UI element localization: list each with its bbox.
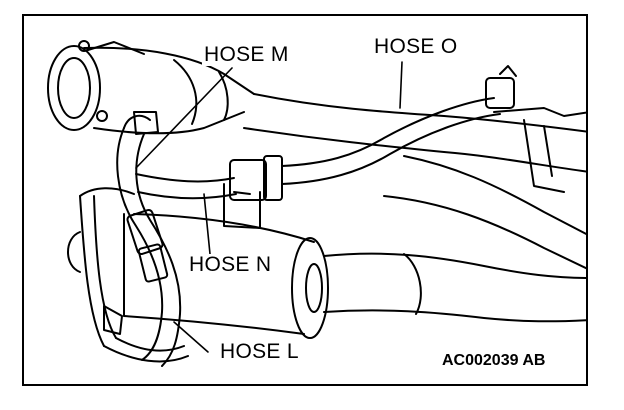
label-hose-m: HOSE M (202, 43, 291, 66)
diagram-frame (22, 14, 588, 386)
left-frame-tube (67, 187, 189, 363)
exhaust-hose-illustration (47, 40, 586, 367)
label-hose-n: HOSE N (187, 253, 274, 276)
leader-lines (135, 61, 403, 353)
label-hose-l: HOSE L (218, 340, 301, 363)
hose-l (103, 127, 182, 367)
tail-pipe (323, 252, 586, 323)
hose-n (135, 155, 283, 201)
heat-shield (493, 107, 586, 193)
intake-flange (47, 40, 145, 131)
bracket (223, 183, 261, 229)
canister (123, 213, 329, 339)
hose-o (281, 65, 517, 185)
hose-m (123, 111, 159, 135)
exhaust-pipe (243, 93, 586, 270)
label-hose-o: HOSE O (372, 35, 460, 58)
intake-duct (83, 46, 255, 135)
figure-code: AC002039 AB (440, 352, 548, 370)
